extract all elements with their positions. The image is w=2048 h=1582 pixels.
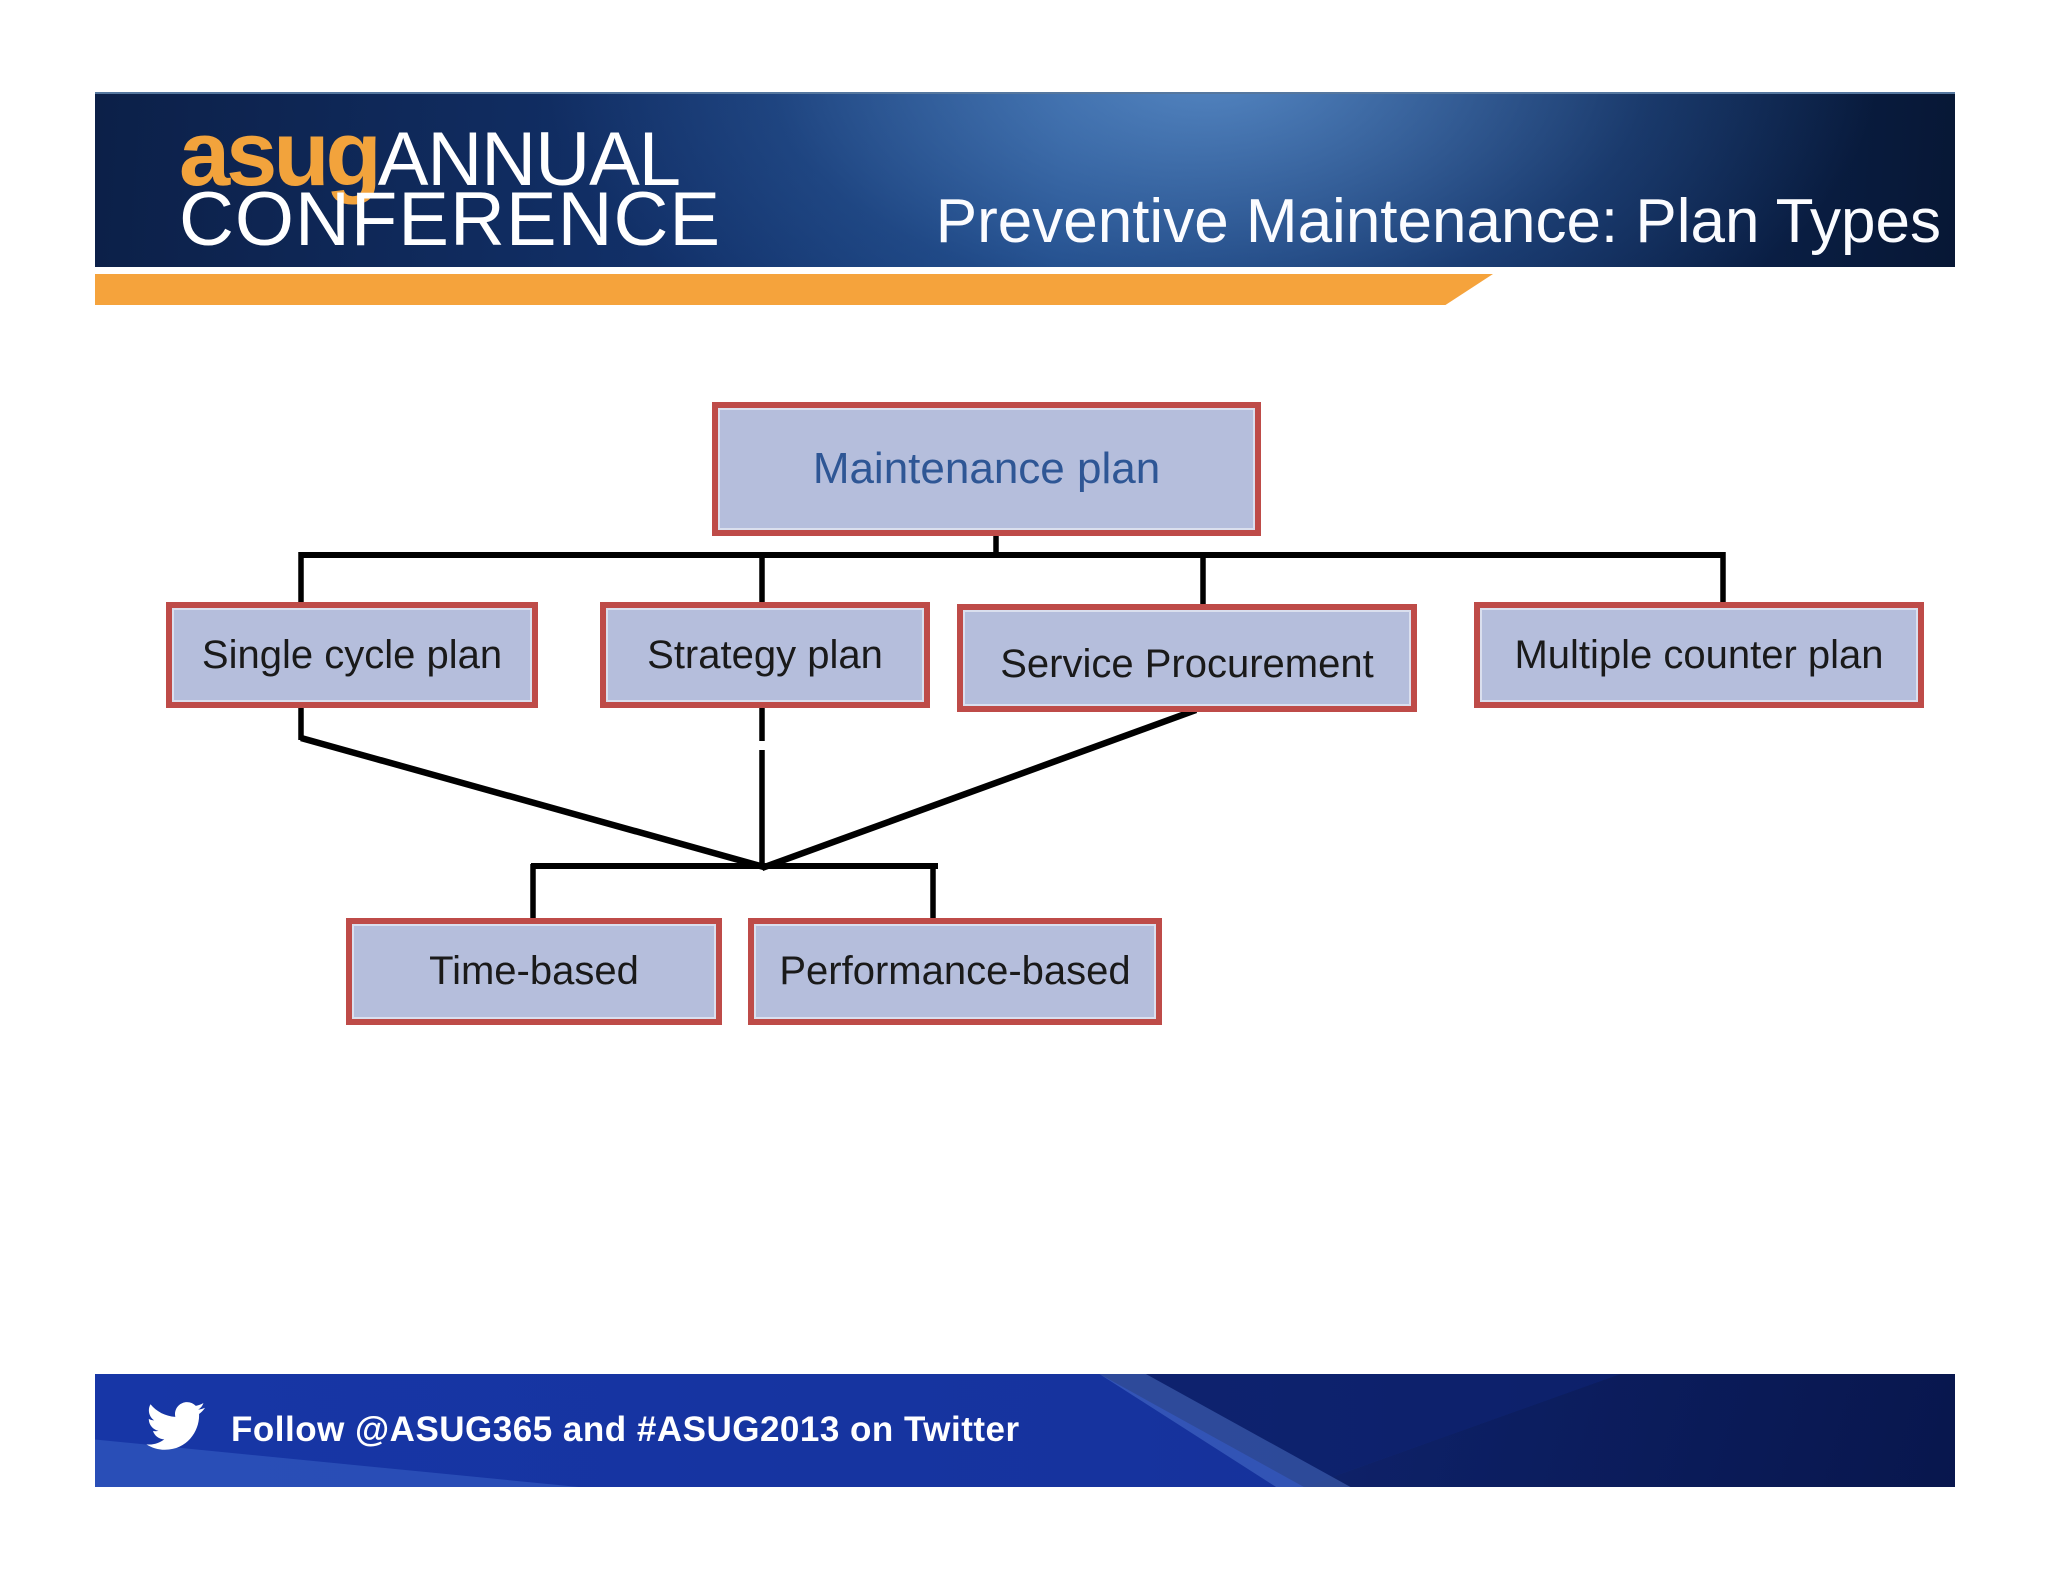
slide-title: Preventive Maintenance: Plan Types [935, 187, 1941, 256]
twitter-bird-icon [146, 1402, 206, 1450]
logo-conference-text: CONFERENCE [179, 177, 722, 262]
orange-accent-bar [95, 274, 1493, 305]
node-multiple-counter-plan: Multiple counter plan [1474, 602, 1924, 708]
node-label: Strategy plan [647, 632, 883, 677]
node-strategy-plan: Strategy plan [600, 602, 930, 708]
node-label: Performance-based [779, 949, 1131, 993]
node-single-cycle-plan: Single cycle plan [166, 602, 538, 708]
node-label: Maintenance plan [812, 444, 1161, 493]
node-maintenance-plan: Maintenance plan [712, 402, 1261, 536]
logo-asug-text: asug [179, 103, 382, 205]
footer-text: Follow @ASUG365 and #ASUG2013 on Twitter [231, 1409, 1020, 1449]
node-time-based: Time-based [346, 918, 722, 1025]
node-label: Time-based [429, 949, 639, 993]
logo-annual-text: ANNUAL [377, 117, 681, 202]
node-service-procurement: Service Procurement [957, 604, 1417, 712]
node-label: Multiple counter plan [1514, 632, 1884, 677]
footer-bar: Follow @ASUG365 and #ASUG2013 on Twitter [95, 1374, 1955, 1487]
node-label: Single cycle plan [201, 632, 503, 677]
node-performance-based: Performance-based [748, 918, 1162, 1025]
node-label: Service Procurement [1000, 641, 1374, 686]
